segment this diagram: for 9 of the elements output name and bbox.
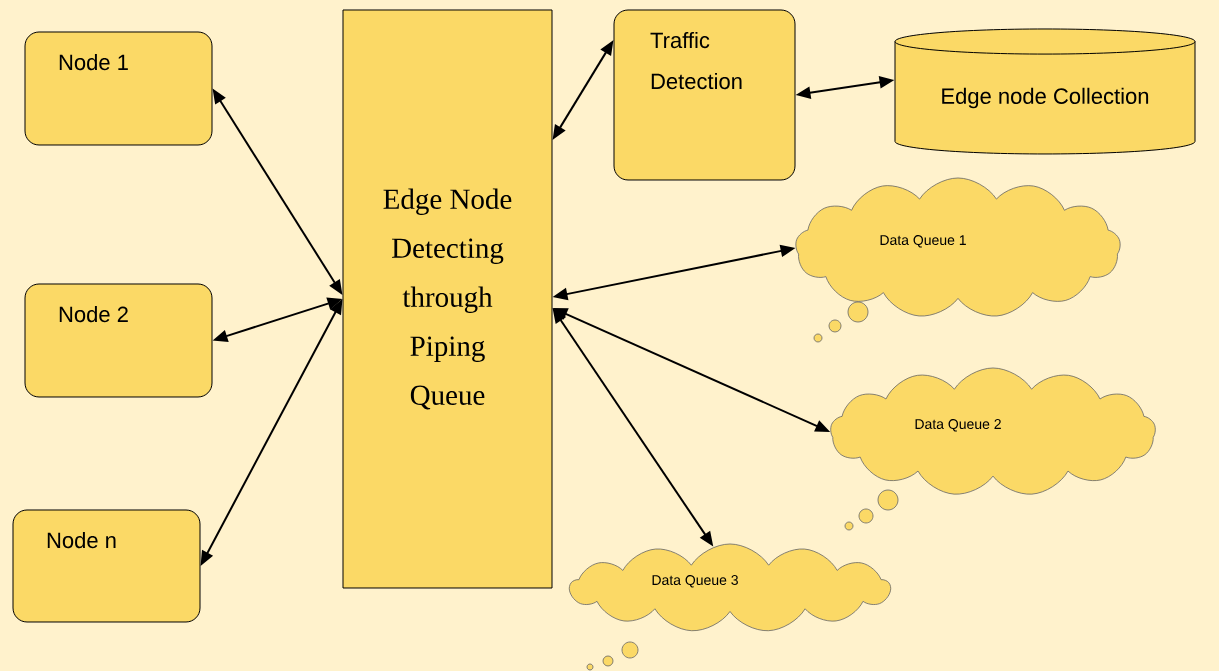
process-box: Edge Node Detecting through Piping Queue [342,9,553,589]
rounded-box: Node n [12,509,201,623]
cloud: Data Queue 1 [795,177,1121,317]
cloud: Data Queue 2 [830,367,1156,495]
rounded-box: Node 1 [24,31,213,146]
database-cylinder: Edge node Collection [894,28,1196,155]
rounded-box: Node 2 [24,283,213,398]
cloud: Data Queue 3 [568,543,892,632]
rounded-box: Traffic Detection [613,9,796,181]
